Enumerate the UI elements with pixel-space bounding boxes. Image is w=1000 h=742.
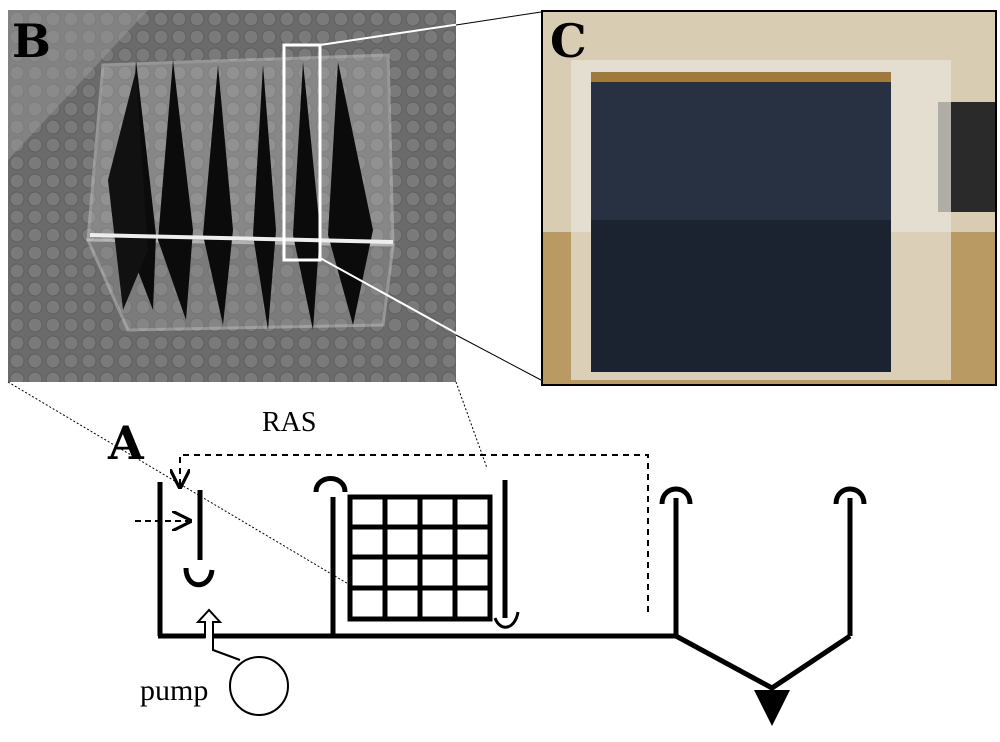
ras-label: RAS [262, 407, 317, 438]
leader-line-right [455, 381, 488, 469]
pump-icon [229, 656, 289, 716]
zoom-line-bottom [319, 257, 542, 381]
zoom-line-top-outline [455, 11, 542, 26]
ras-recycle-line [180, 454, 649, 612]
panel-letter-a: A [108, 416, 144, 470]
pump-label: pump [140, 674, 209, 707]
zoom-line-bottom-outline [455, 334, 542, 381]
photo-c-electrode-closeup [541, 10, 997, 386]
photo-c-drawing [543, 12, 995, 384]
hook-settler-right [833, 486, 867, 505]
panel-letter-c: C [550, 14, 587, 68]
photo-b-drawing [8, 10, 456, 382]
photo-b-electrode-module [8, 10, 456, 382]
hook-settler-left [659, 486, 693, 505]
hook-partition [313, 476, 348, 493]
hook-reactor-out [493, 611, 520, 629]
hook-inlet [183, 567, 215, 588]
pump-arrow [195, 608, 241, 661]
electrode-grid [347, 494, 493, 622]
panel-letter-b: B [12, 14, 51, 68]
